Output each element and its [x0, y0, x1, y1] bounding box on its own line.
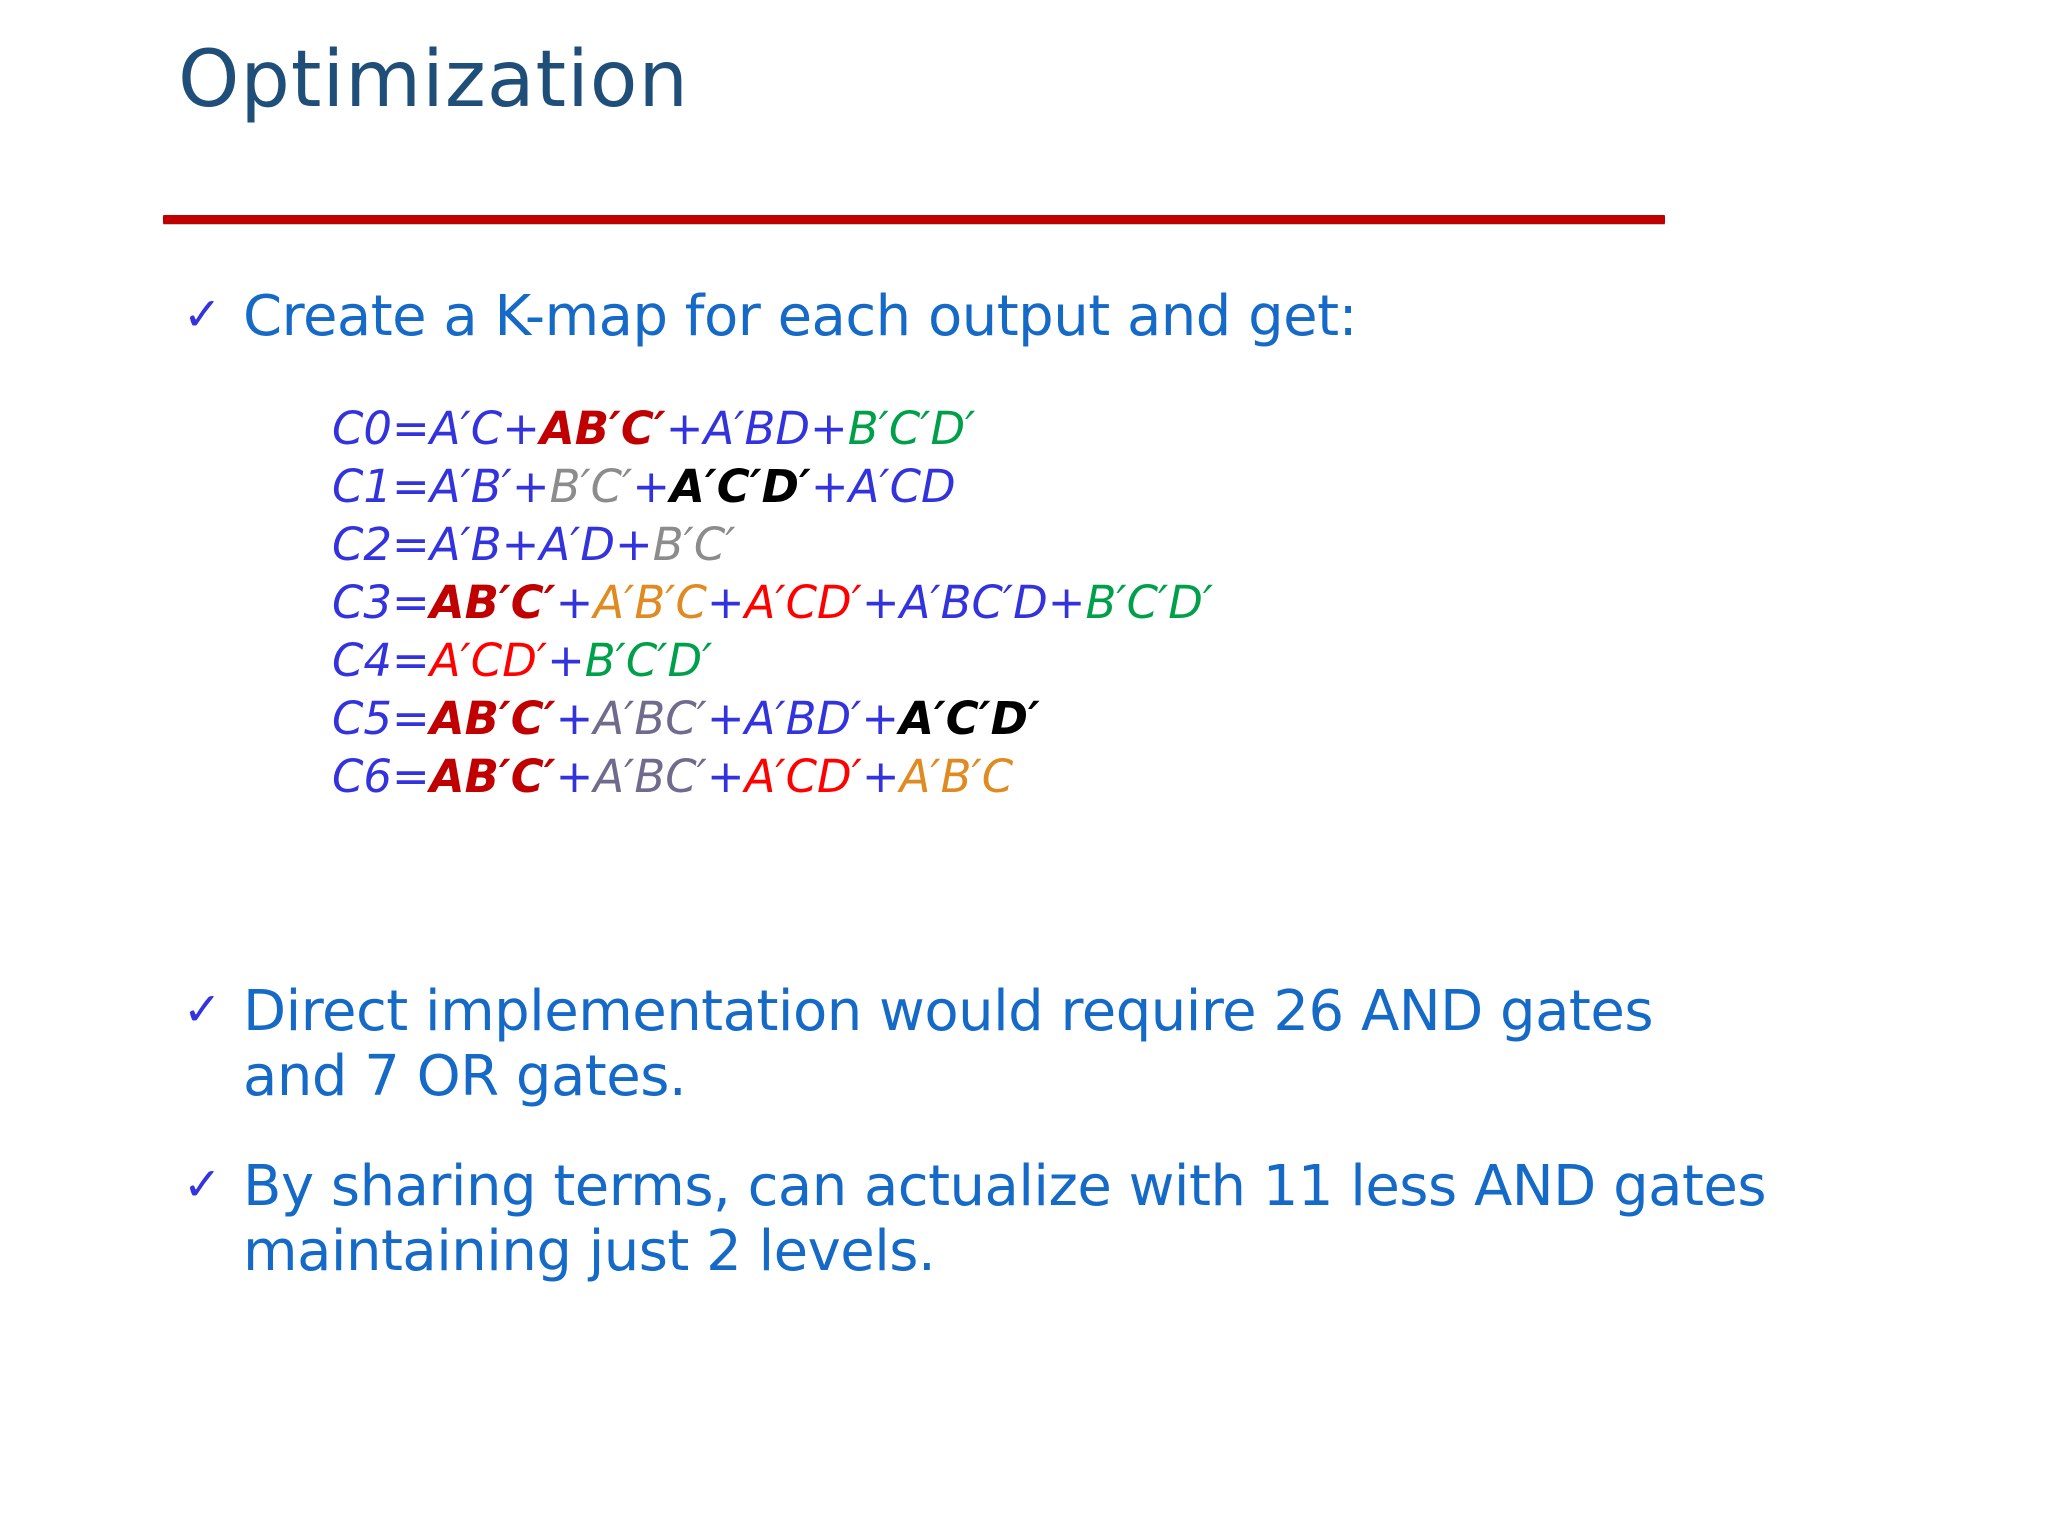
checkmark-icon: ✓ [183, 287, 222, 341]
equation-term-black: A′C′D′ [899, 692, 1040, 745]
page-title: Optimization [178, 35, 689, 125]
equation-line-c0: C0=A′C+AB′C′+A′BD+B′C′D′ [332, 400, 1213, 458]
equation-term-gray-purple: A′BC′ [593, 750, 707, 803]
equation-term-gray: B′C′ [652, 518, 736, 571]
equation-term-green: B′C′D′ [584, 634, 713, 687]
equation-line-c1: C1=A′B′+B′C′+A′C′D′+A′CD [332, 458, 1213, 516]
plus-operator: + [632, 460, 671, 513]
plus-operator: + [547, 634, 585, 687]
equation-term-gray-purple: A′BC′ [593, 692, 707, 745]
checkmark-icon: ✓ [183, 982, 222, 1036]
equation-term-red: A′CD′ [744, 750, 862, 803]
equation-lhs: C3= [332, 576, 430, 629]
bullet-item-direct: ✓ Direct implementation would require 26… [183, 979, 1683, 1110]
equation-lhs: C4= [332, 634, 430, 687]
equation-term-dark-red: AB′C′ [539, 402, 666, 455]
plus-operator: + [555, 750, 594, 803]
equation-term-red: A′CD′ [744, 576, 862, 629]
equation-term-dark-red: AB′C′ [429, 576, 556, 629]
equation-term-orange: A′B′C [899, 750, 1014, 803]
plus-operator: + [706, 576, 745, 629]
equation-term-dark-red: AB′C′ [429, 750, 556, 803]
plus-operator: + [706, 692, 745, 745]
plus-operator: + [555, 576, 594, 629]
bullet-item-kmap: ✓ Create a K-map for each output and get… [183, 284, 1743, 350]
equation-term-red: A′CD′ [429, 634, 548, 687]
plus-operator: + [665, 402, 704, 455]
equation-lhs: C0= [332, 402, 430, 455]
equation-line-c5: C5=AB′C′+A′BC′+A′BD′+A′C′D′ [332, 690, 1213, 748]
equation-term-blue: A′CD [848, 460, 956, 513]
plus-operator: + [810, 402, 848, 455]
equation-term-green: B′C′D′ [847, 402, 976, 455]
plus-operator: + [861, 750, 900, 803]
plus-operator: + [1047, 576, 1086, 629]
equation-lhs: C6= [332, 750, 430, 803]
checkmark-icon: ✓ [183, 1157, 222, 1211]
plus-operator: + [511, 460, 550, 513]
equation-term-green: B′C′D′ [1085, 576, 1214, 629]
bullet-label-sharing: By sharing terms, can actualize with 11 … [243, 1154, 1767, 1284]
equation-term-blue: A′D [539, 518, 616, 571]
equation-line-c2: C2=A′B+A′D+B′C′ [332, 516, 1213, 574]
plus-operator: + [615, 518, 653, 571]
equation-term-dark-red: AB′C′ [429, 692, 556, 745]
equation-term-blue: A′BD [703, 402, 811, 455]
bullet-label-kmap: Create a K-map for each output and get: [243, 284, 1357, 349]
equation-lhs: C1= [332, 460, 430, 513]
plus-operator: + [502, 402, 540, 455]
equation-term-blue: A′C [429, 402, 503, 455]
bullet-label-direct: Direct implementation would require 26 A… [243, 979, 1654, 1109]
bullet-item-sharing: ✓ By sharing terms, can actualize with 1… [183, 1154, 1863, 1285]
plus-operator: + [555, 692, 594, 745]
equation-term-black: A′C′D′ [670, 460, 811, 513]
equation-term-blue: A′B [429, 518, 502, 571]
equation-line-c6: C6=AB′C′+A′BC′+A′CD′+A′B′C [332, 748, 1213, 806]
equation-list: C0=A′C+AB′C′+A′BD+B′C′D′C1=A′B′+B′C′+A′C… [332, 400, 1213, 806]
equation-term-gray: B′C′ [549, 460, 633, 513]
equation-lhs: C2= [332, 518, 430, 571]
equation-term-blue: A′B′ [429, 460, 512, 513]
equation-lhs: C5= [332, 692, 430, 745]
equation-term-orange: A′B′C [593, 576, 707, 629]
equation-term-blue: A′BC′D [899, 576, 1048, 629]
plus-operator: + [861, 576, 900, 629]
plus-operator: + [501, 518, 540, 571]
equation-line-c4: C4=A′CD′+B′C′D′ [332, 632, 1213, 690]
title-divider [163, 215, 1665, 224]
plus-operator: + [861, 692, 900, 745]
equation-line-c3: C3=AB′C′+A′B′C+A′CD′+A′BC′D+B′C′D′ [332, 574, 1213, 632]
equation-term-blue: A′BD′ [744, 692, 862, 745]
plus-operator: + [810, 460, 849, 513]
plus-operator: + [706, 750, 745, 803]
